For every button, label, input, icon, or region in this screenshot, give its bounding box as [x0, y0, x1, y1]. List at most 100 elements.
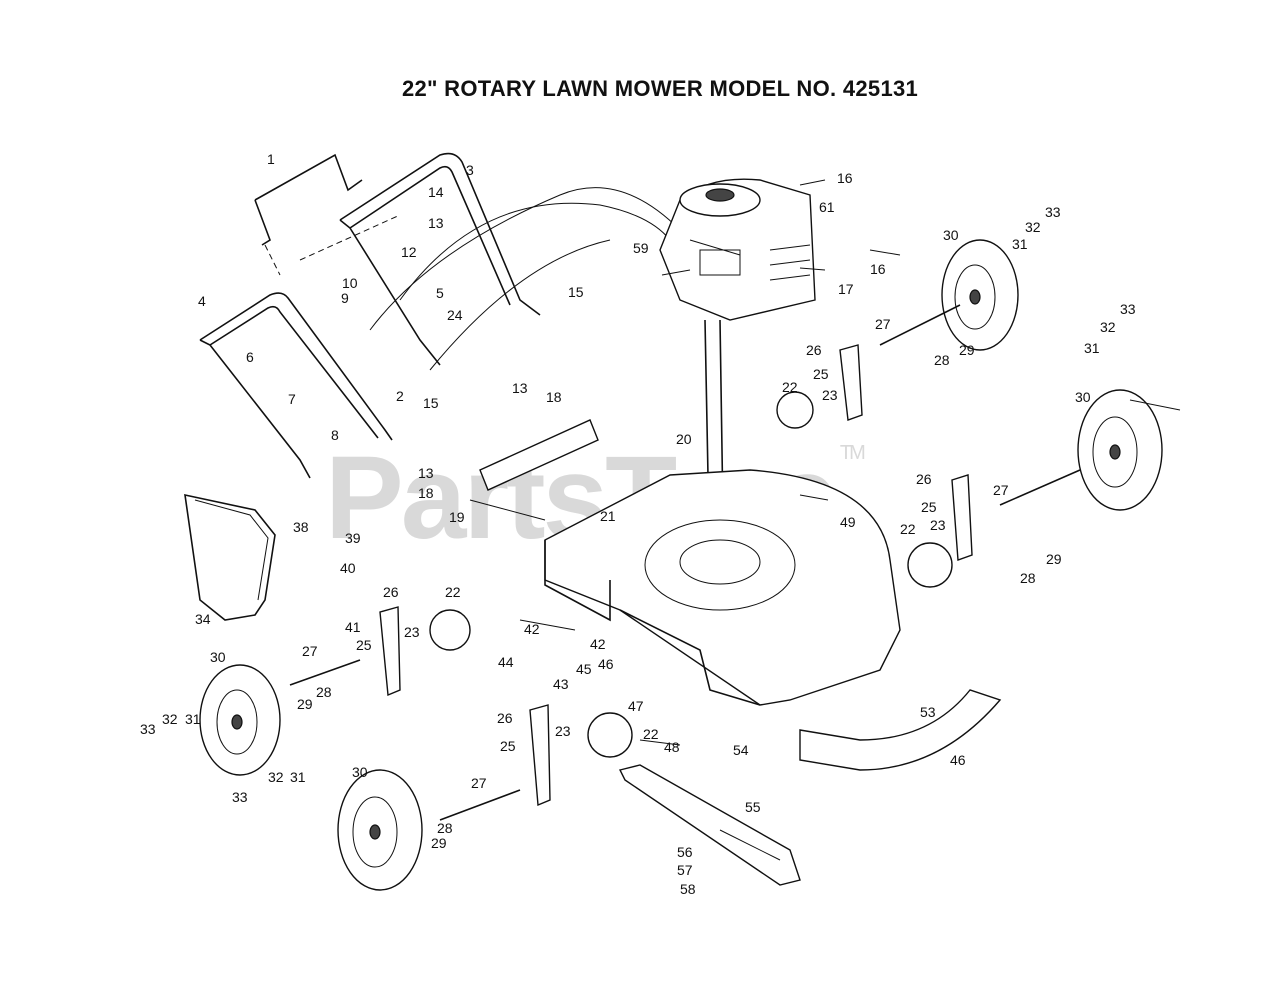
callout-8: 8: [331, 427, 339, 443]
callout-43: 43: [553, 676, 569, 692]
callout-30a: 30: [943, 227, 959, 243]
callout-16a: 16: [837, 170, 853, 186]
callout-49: 49: [840, 514, 856, 530]
callout-22c: 22: [445, 584, 461, 600]
callout-53: 53: [920, 704, 936, 720]
part-handle-panel: [254, 153, 401, 276]
callout-28b: 28: [1020, 570, 1036, 586]
callout-23a: 23: [822, 387, 838, 403]
callout-32d: 32: [268, 769, 284, 785]
part-adjuster-levers: [379, 344, 973, 807]
callout-31b: 31: [1084, 340, 1100, 356]
part-grass-bag-frame: [184, 493, 276, 621]
callout-31d: 31: [290, 769, 306, 785]
part-wheel-rear-right: [1077, 389, 1163, 511]
callout-29d: 29: [431, 835, 447, 851]
callout-45: 45: [576, 661, 592, 677]
callout-20: 20: [676, 431, 692, 447]
callout-12: 12: [401, 244, 417, 260]
part-wheel-front-left: [199, 664, 281, 776]
callout-26c: 26: [383, 584, 399, 600]
callout-23b: 23: [930, 517, 946, 533]
callout-26d: 26: [497, 710, 513, 726]
callout-25b: 25: [921, 499, 937, 515]
callout-13b: 13: [512, 380, 528, 396]
callout-4: 4: [198, 293, 206, 309]
callout-23d: 23: [555, 723, 571, 739]
callout-56: 56: [677, 844, 693, 860]
callout-23c: 23: [404, 624, 420, 640]
callout-7: 7: [288, 391, 296, 407]
callout-33c: 33: [140, 721, 156, 737]
callout-5: 5: [436, 285, 444, 301]
callout-46a: 46: [598, 656, 614, 672]
callout-27b: 27: [993, 482, 1009, 498]
callout-15a: 15: [568, 284, 584, 300]
callout-30d: 30: [352, 764, 368, 780]
callout-55: 55: [745, 799, 761, 815]
callout-59: 59: [633, 240, 649, 256]
callout-42b: 42: [590, 636, 606, 652]
part-blade: [618, 764, 801, 886]
callout-39: 39: [345, 530, 361, 546]
callout-30c: 30: [210, 649, 226, 665]
callout-25d: 25: [500, 738, 516, 754]
diagram-title: 22" ROTARY LAWN MOWER MODEL NO. 425131: [401, 76, 919, 101]
callout-42a: 42: [524, 621, 540, 637]
callout-22d: 22: [643, 726, 659, 742]
callout-28a: 28: [934, 352, 950, 368]
callout-30b: 30: [1075, 389, 1091, 405]
part-wheel-front-right: [941, 239, 1019, 351]
callout-25a: 25: [813, 366, 829, 382]
callout-33b: 33: [1120, 301, 1136, 317]
callout-28c: 28: [316, 684, 332, 700]
callout-16b: 16: [870, 261, 886, 277]
leader-lines: [469, 179, 1181, 861]
callout-9: 9: [341, 290, 349, 306]
callout-22a: 22: [782, 379, 798, 395]
callout-19: 19: [449, 509, 465, 525]
callout-25c: 25: [356, 637, 372, 653]
part-wheel-rear-left: [337, 769, 423, 891]
callout-48: 48: [664, 739, 680, 755]
callout-2: 2: [396, 388, 404, 404]
part-control-cables: [369, 187, 681, 371]
callout-33a: 33: [1045, 204, 1061, 220]
part-deflector: [479, 419, 599, 491]
callout-31c: 31: [185, 711, 201, 727]
callout-61: 61: [819, 199, 835, 215]
callout-18b: 18: [418, 485, 434, 501]
callout-13c: 13: [418, 465, 434, 481]
callout-33d: 33: [232, 789, 248, 805]
callout-29a: 29: [959, 342, 975, 358]
callout-15b: 15: [423, 395, 439, 411]
callout-32b: 32: [1100, 319, 1116, 335]
part-axles: [289, 304, 1081, 821]
callout-54: 54: [733, 742, 749, 758]
callout-26a: 26: [806, 342, 822, 358]
callout-32c: 32: [162, 711, 178, 727]
callout-40: 40: [340, 560, 356, 576]
callout-14: 14: [428, 184, 444, 200]
callout-46b: 46: [950, 752, 966, 768]
callout-27c: 27: [302, 643, 318, 659]
callout-13a: 13: [428, 215, 444, 231]
callout-27d: 27: [471, 775, 487, 791]
callout-17: 17: [838, 281, 854, 297]
callout-34: 34: [195, 611, 211, 627]
callout-28d: 28: [437, 820, 453, 836]
part-deck-housing: [544, 469, 901, 706]
callout-27a: 27: [875, 316, 891, 332]
callout-31a: 31: [1012, 236, 1028, 252]
part-engine: [659, 178, 816, 321]
callout-32a: 32: [1025, 219, 1041, 235]
callout-3: 3: [466, 162, 474, 178]
part-lower-handle: [199, 292, 393, 479]
callout-21: 21: [600, 508, 616, 524]
callout-41: 41: [345, 619, 361, 635]
callout-22b: 22: [900, 521, 916, 537]
callout-29b: 29: [1046, 551, 1062, 567]
callout-58: 58: [680, 881, 696, 897]
callout-6: 6: [246, 349, 254, 365]
